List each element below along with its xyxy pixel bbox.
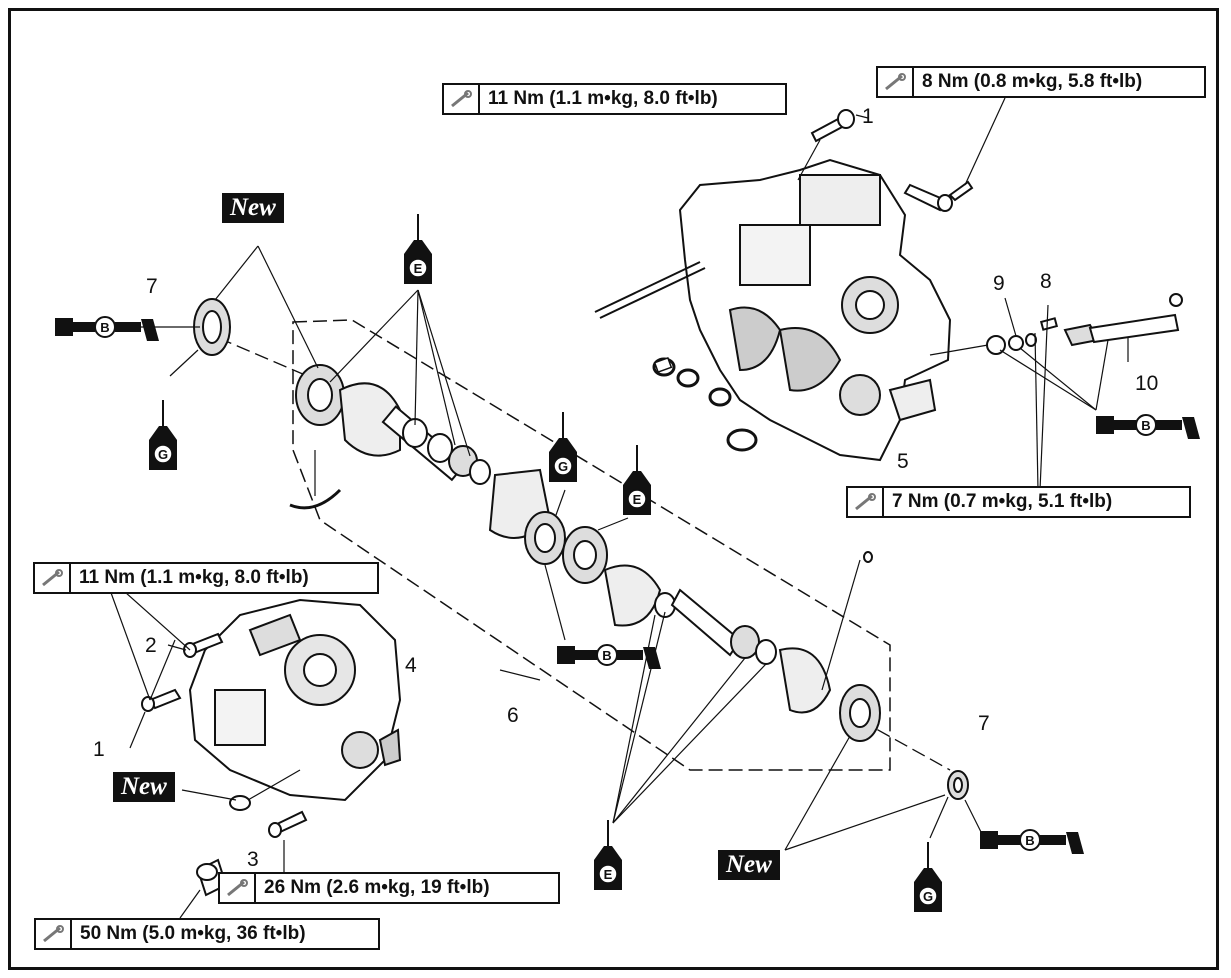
lubricant-letter-g: G — [558, 459, 568, 474]
torque-spec-text: 50 Nm (5.0 m•kg, 36 ft•lb) — [80, 923, 306, 944]
part-number: 2 — [145, 634, 157, 657]
part-number: 3 — [247, 848, 259, 871]
torque-spec-box: 8 Nm (0.8 m•kg, 5.8 ft•lb) — [876, 66, 1206, 98]
lubricant-letter-b: B — [602, 648, 611, 663]
new-part-tag: New — [113, 772, 175, 802]
wrench-torque-icon — [220, 874, 256, 902]
part-number: 1 — [93, 738, 105, 761]
lubricant-letter-e: E — [604, 867, 613, 882]
torque-spec-text: 7 Nm (0.7 m•kg, 5.1 ft•lb) — [892, 491, 1113, 512]
lubricant-letter-b: B — [1141, 418, 1150, 433]
torque-spec-box: 11 Nm (1.1 m•kg, 8.0 ft•lb) — [33, 562, 379, 594]
lubricant-letter-e: E — [414, 261, 423, 276]
part-number: 1 — [862, 105, 874, 128]
new-part-tag: New — [222, 193, 284, 223]
wrench-torque-icon — [444, 85, 480, 113]
lubricant-letter-b: B — [1025, 833, 1034, 848]
wrench-torque-icon — [848, 488, 884, 516]
lubricant-letter-e: E — [633, 492, 642, 507]
wrench-torque-icon — [35, 564, 71, 592]
part-number: 9 — [993, 272, 1005, 295]
torque-spec-text: 8 Nm (0.8 m•kg, 5.8 ft•lb) — [922, 71, 1143, 92]
part-number: 8 — [1040, 270, 1052, 293]
lubricant-letter-b: B — [100, 320, 109, 335]
part-number: 5 — [897, 450, 909, 473]
wrench-torque-icon — [878, 68, 914, 96]
part-number: 7 — [146, 275, 158, 298]
torque-spec-box: 26 Nm (2.6 m•kg, 19 ft•lb) — [218, 872, 560, 904]
torque-spec-text: 26 Nm (2.6 m•kg, 19 ft•lb) — [264, 877, 490, 898]
torque-spec-text: 11 Nm (1.1 m•kg, 8.0 ft•lb) — [488, 88, 718, 109]
lubricant-letter-g: G — [923, 889, 933, 904]
wrench-torque-icon — [36, 920, 72, 948]
part-number: 4 — [405, 654, 417, 677]
upper-crankcase — [678, 158, 952, 462]
lower-crankcase — [188, 598, 402, 802]
part-number: 7 — [978, 712, 990, 735]
part-number: 6 — [507, 704, 519, 727]
part-number: 10 — [1135, 372, 1159, 395]
new-part-tag: New — [718, 850, 780, 880]
torque-spec-box: 50 Nm (5.0 m•kg, 36 ft•lb) — [34, 918, 380, 950]
diagram-frame — [8, 8, 1219, 970]
torque-spec-text: 11 Nm (1.1 m•kg, 8.0 ft•lb) — [79, 567, 309, 588]
crankshaft-assembly-outline — [292, 319, 891, 771]
torque-spec-box: 7 Nm (0.7 m•kg, 5.1 ft•lb) — [846, 486, 1191, 518]
torque-spec-box: 11 Nm (1.1 m•kg, 8.0 ft•lb) — [442, 83, 787, 115]
crankshaft — [193, 298, 969, 800]
lubricant-letter-g: G — [158, 447, 168, 462]
